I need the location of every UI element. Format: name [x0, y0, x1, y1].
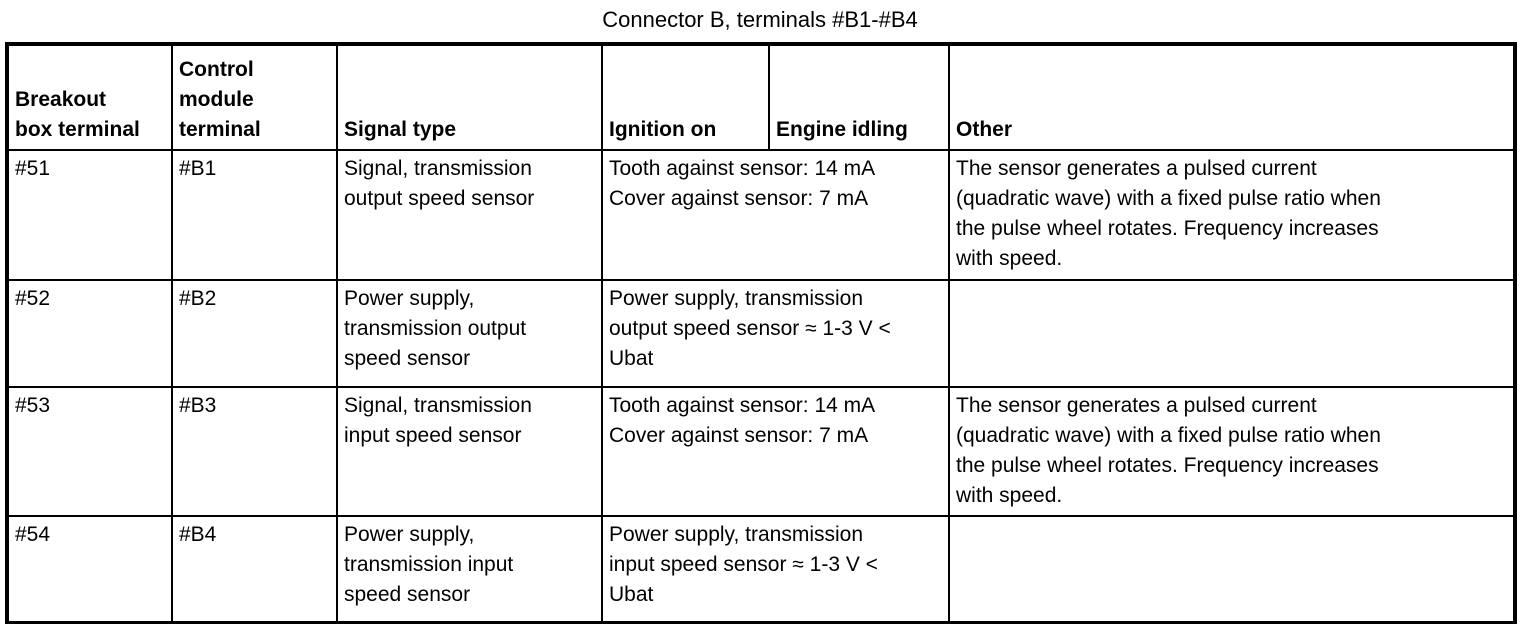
cell-breakout-box-terminal: #51: [6, 149, 173, 281]
col-header-signal-type: Signal type: [336, 43, 603, 151]
col-header-control-module-terminal: Control module terminal: [171, 43, 338, 151]
col-header-breakout-box-terminal: Breakout box terminal: [6, 43, 173, 151]
col-header-engine-idling: Engine idling: [768, 43, 950, 151]
cell-ignition-engine-value: Tooth against sensor: 14 mA Cover agains…: [601, 386, 950, 517]
terminal-spec-table: Breakout box terminal Control module ter…: [5, 42, 1517, 624]
cell-other: [948, 279, 1516, 388]
cell-control-module-terminal: #B3: [171, 386, 338, 517]
cell-ignition-engine-value: Power supply, transmission output speed …: [601, 279, 950, 388]
cell-ignition-engine-value: Power supply, transmission input speed s…: [601, 515, 950, 624]
cell-breakout-box-terminal: #52: [6, 279, 173, 388]
cell-signal-type: Signal, transmission input speed sensor: [336, 386, 603, 517]
cell-control-module-terminal: #B1: [171, 149, 338, 281]
cell-other: The sensor generates a pulsed current (q…: [948, 149, 1516, 281]
cell-signal-type: Power supply, transmission input speed s…: [336, 515, 603, 624]
page-title: Connector B, terminals #B1-#B4: [602, 7, 918, 32]
cell-breakout-box-terminal: #54: [6, 515, 173, 624]
table-row: #52 #B2 Power supply, transmission outpu…: [6, 279, 1516, 388]
cell-signal-type: Power supply, transmission output speed …: [336, 279, 603, 388]
table-row: #51 #B1 Signal, transmission output spee…: [6, 149, 1516, 281]
table-row: #54 #B4 Power supply, transmission input…: [6, 515, 1516, 624]
cell-control-module-terminal: #B2: [171, 279, 338, 388]
col-header-ignition-on: Ignition on: [601, 43, 770, 151]
cell-other: [948, 515, 1516, 624]
table-row: #53 #B3 Signal, transmission input speed…: [6, 386, 1516, 517]
table-header-row: Breakout box terminal Control module ter…: [6, 43, 1516, 151]
cell-breakout-box-terminal: #53: [6, 386, 173, 517]
col-header-other: Other: [948, 43, 1516, 151]
cell-signal-type: Signal, transmission output speed sensor: [336, 149, 603, 281]
cell-ignition-engine-value: Tooth against sensor: 14 mA Cover agains…: [601, 149, 950, 281]
cell-other: The sensor generates a pulsed current (q…: [948, 386, 1516, 517]
cell-control-module-terminal: #B4: [171, 515, 338, 624]
